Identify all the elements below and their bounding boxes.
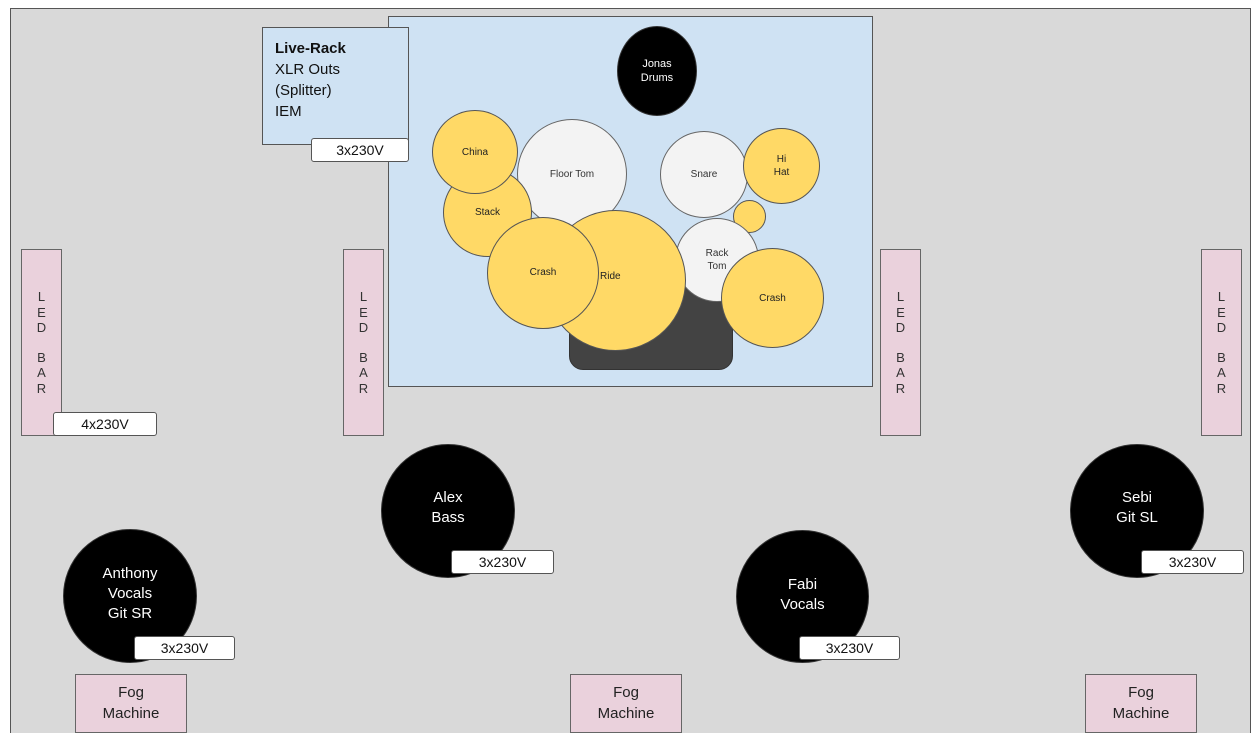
hihat-cymbal: Hi Hat: [743, 128, 820, 204]
led-bar-power: 4x230V: [53, 412, 157, 436]
bar-letter: A: [359, 365, 368, 380]
alex-name: Alex: [433, 489, 463, 506]
floor-tom-label: Floor Tom: [549, 168, 595, 180]
crash-right-label: Crash: [759, 292, 786, 304]
led-letter: E: [896, 304, 905, 320]
live-rack-line1: XLR Outs: [275, 61, 341, 78]
led-letter: L: [1217, 289, 1226, 304]
china-cymbal: China: [432, 110, 518, 194]
led-letter: D: [36, 320, 47, 335]
bar-letter: R: [895, 380, 906, 396]
snare-drum: Snare: [660, 131, 748, 218]
ride-label: Ride: [600, 271, 621, 282]
rack-tom-label-line1: Rack: [705, 248, 729, 259]
bar-letter: R: [1216, 380, 1227, 396]
fog-label-2: Machine: [597, 705, 655, 722]
bar-letter: A: [896, 365, 905, 380]
led-letter: E: [37, 304, 46, 320]
fog-machine-center: Fog Machine: [570, 674, 682, 733]
crash-cymbal-left: Crash: [487, 217, 599, 329]
crash-left-label: Crash: [529, 266, 557, 278]
bar-letter: A: [1217, 365, 1226, 380]
led-bar-2: L E D B A R: [343, 249, 384, 436]
bar-letter: B: [37, 349, 46, 365]
live-rack-line2: (Splitter): [275, 82, 332, 99]
bar-letter: R: [36, 380, 47, 396]
led-bar-3: L E D B A R: [880, 249, 921, 436]
led-letter: D: [895, 320, 906, 335]
hihat-label-line2: Hat: [773, 167, 790, 178]
crash-cymbal-right: Crash: [721, 248, 824, 348]
bar-letter: R: [358, 380, 369, 396]
china-label: China: [461, 146, 489, 158]
fog-label-1: Fog: [118, 684, 144, 701]
led-letter: E: [1217, 304, 1226, 320]
live-rack: Live-Rack XLR Outs (Splitter) IEM: [262, 27, 409, 145]
sebi-power: 3x230V: [1141, 550, 1244, 574]
live-rack-title: Live-Rack: [275, 40, 346, 57]
led-letter: L: [37, 289, 46, 304]
rack-tom-label-line2: Tom: [707, 261, 727, 272]
hihat-label-line1: Hi: [776, 154, 787, 165]
sebi-role: Git SL: [1116, 509, 1158, 526]
drummer-role: Drums: [640, 72, 674, 84]
fabi-role: Vocals: [780, 595, 825, 613]
led-letter: E: [359, 304, 368, 320]
stack-label: Stack: [474, 207, 500, 218]
bar-letter: A: [37, 365, 46, 380]
anthony-role-1: Vocals: [107, 585, 153, 602]
fabi-power: 3x230V: [799, 636, 900, 660]
anthony-power: 3x230V: [134, 636, 235, 660]
fog-label-2: Machine: [1112, 705, 1170, 722]
fog-machine-right: Fog Machine: [1085, 674, 1197, 733]
sebi-name: Sebi: [1121, 489, 1153, 506]
led-letter: L: [359, 289, 368, 304]
led-bar-4: L E D B A R: [1201, 249, 1242, 436]
anthony-name: Anthony: [102, 565, 158, 582]
alex-power: 3x230V: [451, 550, 554, 574]
bar-letter: B: [359, 349, 368, 365]
alex-role: Bass: [431, 509, 465, 526]
live-rack-line3: IEM: [275, 103, 302, 120]
led-bar-1: L E D B A R: [21, 249, 62, 436]
fog-machine-left: Fog Machine: [75, 674, 187, 733]
drummer-name: Jonas: [642, 58, 672, 70]
anthony-role-2: Git SR: [107, 605, 153, 622]
fabi-name: Fabi: [787, 575, 818, 593]
led-letter: D: [1216, 320, 1227, 335]
bar-letter: B: [1217, 349, 1226, 365]
led-letter: L: [896, 289, 905, 304]
fog-label-2: Machine: [102, 705, 160, 722]
live-rack-power: 3x230V: [311, 138, 409, 162]
led-letter: D: [358, 320, 369, 335]
bar-letter: B: [896, 349, 905, 365]
fog-label-1: Fog: [1128, 684, 1154, 701]
fog-label-1: Fog: [613, 684, 639, 701]
drummer-position: Jonas Drums: [617, 26, 697, 116]
snare-label: Snare: [690, 169, 718, 180]
